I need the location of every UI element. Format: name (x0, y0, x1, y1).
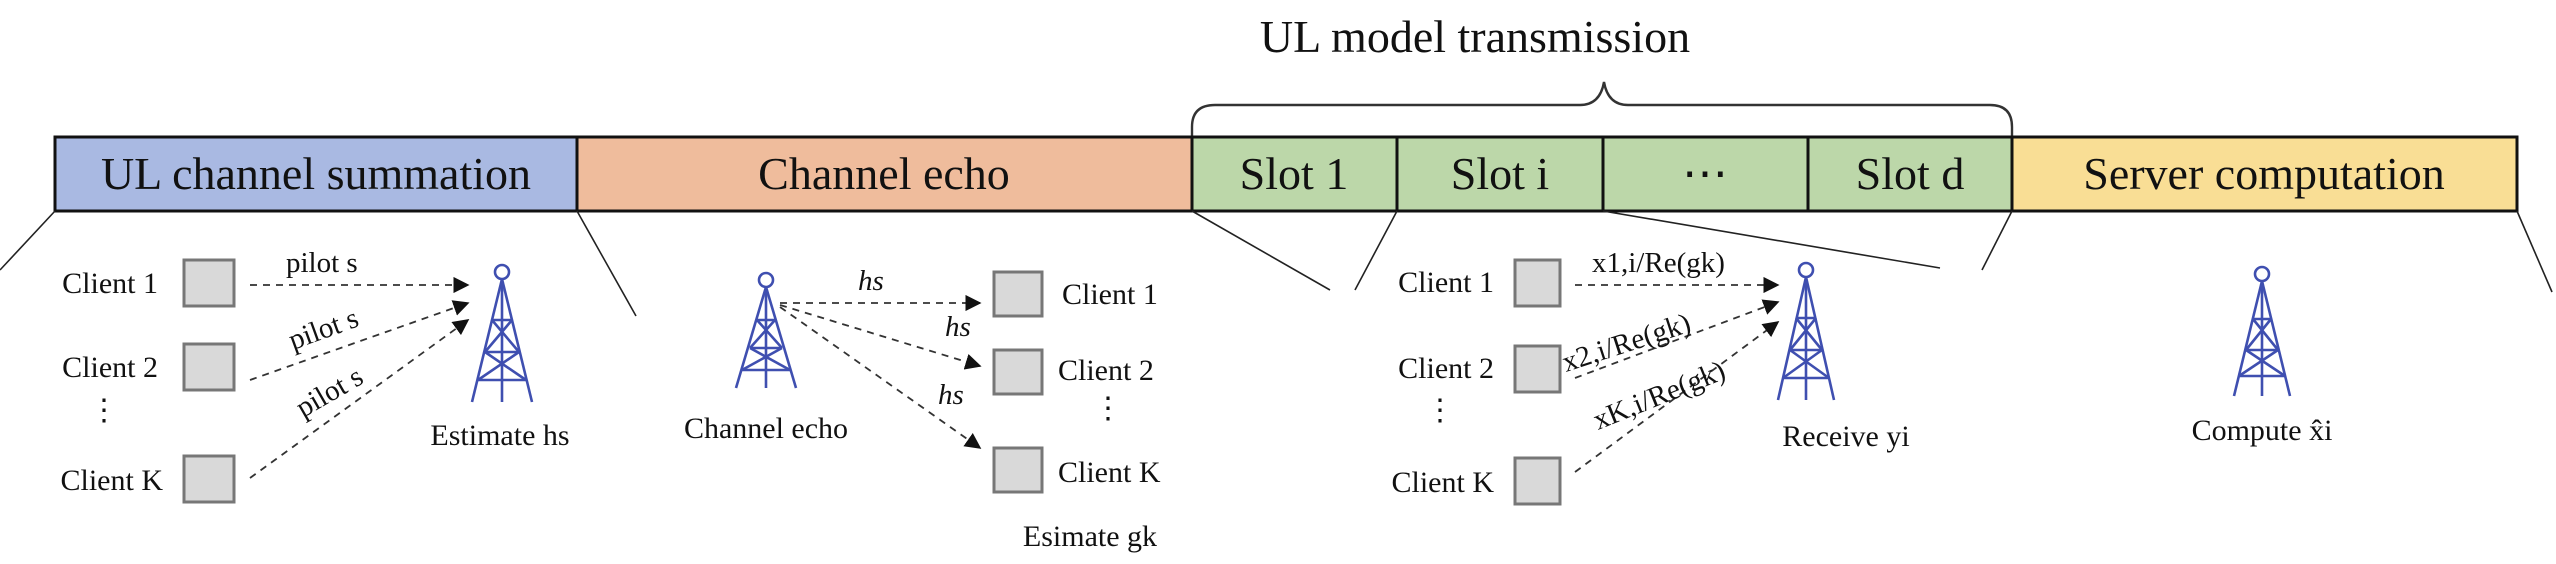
phase2-edge-label-1: hs (858, 265, 884, 297)
phase1-client-box-2 (182, 342, 236, 392)
phase3-client-ellipsis: ⋮ (1425, 394, 1455, 427)
phase1-base-station-label: Estimate hs (430, 419, 569, 452)
phase1-client-ellipsis: ⋮ (89, 394, 119, 427)
phase2-client-box-k (992, 446, 1044, 494)
phase1-edge-label-k: pilot s (291, 360, 369, 424)
phase3-base-station-label: Receive yi (1782, 420, 1909, 453)
segment-label-channel-echo: Channel echo (758, 148, 1010, 199)
phase2-base-station-label: Channel echo (684, 412, 848, 445)
timeline-bar: UL channel summation Channel echo Slot 1… (53, 135, 2519, 213)
phase-channel-echo: Channel echo hs hs hs Client 1 Client 2 … (684, 265, 1161, 553)
phase1-edge-k (249, 319, 470, 479)
phase1-edge-2 (249, 300, 470, 381)
phase3-edge-label-2: x2,i/Re(gk) (1558, 307, 1694, 379)
phase2-client-label-1: Client 1 (1062, 278, 1158, 311)
ul-model-transmission-label: UL model transmission (1260, 11, 1690, 62)
phase1-client-box-k (182, 454, 236, 504)
segment-label-server-computation: Server computation (2083, 148, 2445, 199)
segment-server-computation (2010, 135, 2519, 213)
phase3-edge-2 (1574, 299, 1780, 379)
segment-ul-channel-summation (53, 135, 579, 213)
segment-label-slot-ellipsis: ⋯ (1682, 148, 1728, 199)
phase1-edge-label-2: pilot s (284, 302, 362, 357)
phase1-client-box-1 (182, 258, 236, 308)
phase3-client-box-2 (1513, 344, 1562, 394)
phase2-client-label-k: Client K (1058, 456, 1161, 489)
phase3-client-label-1: Client 1 (1398, 266, 1494, 299)
phase3-edge-k (1574, 321, 1780, 473)
phase1-client-label-k: Client K (61, 464, 164, 497)
phase2-edge-k (779, 306, 982, 449)
segment-slot-ellipsis (1601, 135, 1810, 213)
phase3-edge-label-k: xK,i/Re(gk) (1589, 355, 1730, 437)
segment-label-slot-d: Slot d (1856, 148, 1965, 199)
segment-label-slot-i: Slot i (1451, 148, 1549, 199)
phase3-client-label-k: Client K (1392, 466, 1495, 499)
phase3-base-station-icon (1776, 261, 1836, 401)
phase2-client-box-2 (992, 348, 1044, 396)
zoom-guide-lines (0, 210, 2553, 317)
ul-model-transmission-bracket: UL model transmission (1190, 11, 2014, 137)
phase3-client-box-k (1513, 456, 1562, 506)
phase3-client-label-2: Client 2 (1398, 352, 1494, 385)
phase3-edge-label-1: x1,i/Re(gk) (1592, 247, 1725, 279)
phase2-edge-label-2: hs (945, 311, 971, 343)
phase1-edge-label-1: pilot s (286, 247, 358, 279)
phase3-client-box-1 (1513, 258, 1562, 308)
segment-channel-echo (575, 135, 1194, 213)
phase-ul-model-transmission: Client 1 Client 2 ⋮ Client K x1,i/Re(gk)… (1392, 247, 1910, 506)
phase1-client-label-2: Client 2 (62, 351, 158, 384)
phase4-base-station-label: Compute x̂i (2192, 414, 2333, 447)
segment-slot-1 (1190, 135, 1399, 213)
phase-server-computation: Compute x̂i (2192, 265, 2333, 447)
phase-ul-channel-summation: Client 1 Client 2 ⋮ Client K pilot s pil… (61, 247, 570, 504)
segment-label-ul-channel-summation: UL channel summation (101, 148, 531, 199)
phase2-base-station-icon (734, 271, 798, 389)
phase2-client-ellipsis: ⋮ (1093, 392, 1123, 425)
phase1-base-station-icon (470, 263, 534, 403)
phase2-edge-2 (779, 304, 982, 370)
segment-slot-d (1806, 135, 2014, 213)
phase2-edge-label-k: hs (938, 379, 964, 411)
segment-label-slot-1: Slot 1 (1240, 148, 1349, 199)
phase2-client-box-1 (992, 270, 1044, 318)
phase1-client-label-1: Client 1 (62, 267, 158, 300)
phase4-base-station-icon (2232, 265, 2292, 397)
phase2-clients-label: Esimate gk (1023, 520, 1157, 553)
phase2-client-label-2: Client 2 (1058, 354, 1154, 387)
